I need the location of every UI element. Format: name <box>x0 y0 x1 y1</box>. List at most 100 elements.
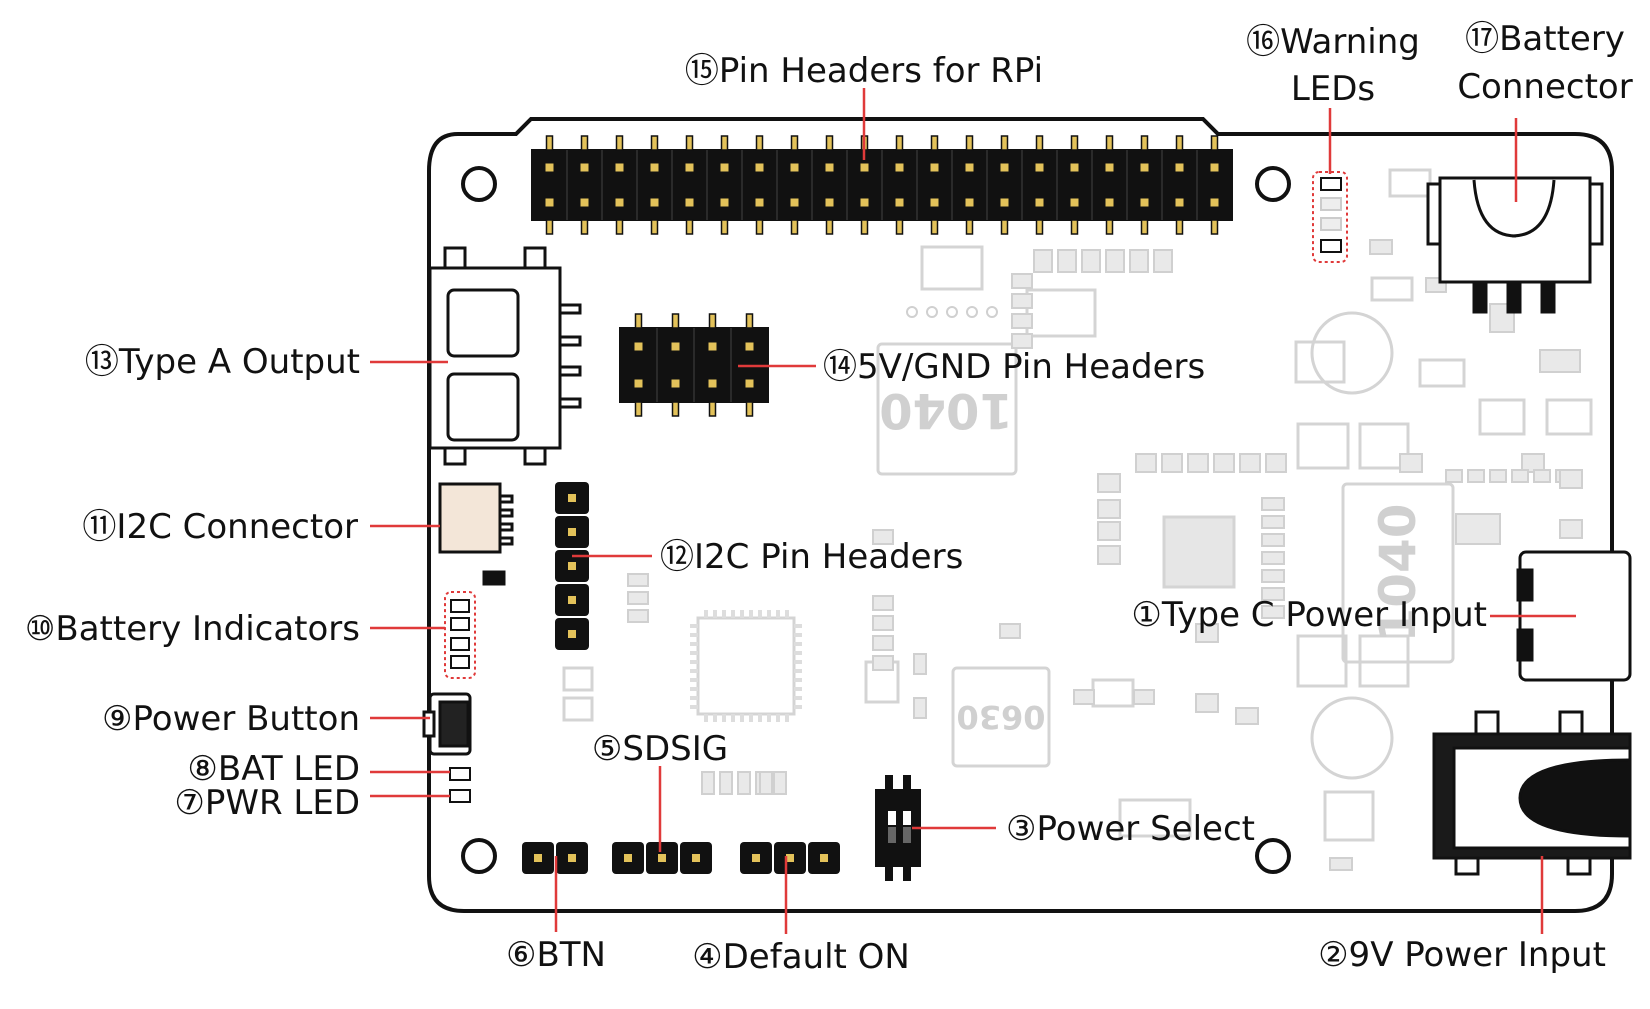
gnd-header-pin-lead <box>745 313 754 329</box>
rpi-header-pin-lead <box>860 219 869 235</box>
label-9v-power-input: ②9V Power Input <box>1318 935 1606 975</box>
rpi-header-pin <box>755 198 764 207</box>
rpi-header-pin-lead <box>825 219 834 235</box>
ghost-mcu-pin <box>690 696 698 700</box>
ghost-passive <box>1261 587 1285 601</box>
ghost-passive <box>1261 515 1285 529</box>
ghost-passive <box>1195 693 1219 713</box>
ghost-passive <box>759 771 773 795</box>
ghost-test-pad <box>966 306 978 318</box>
rpi-header-pin <box>615 198 624 207</box>
rpi-header-pin-lead <box>685 135 694 151</box>
battery-connector <box>1426 176 1604 314</box>
inductor-small-marking: 0630 <box>956 698 1045 736</box>
rpi-header-pin-lead <box>1070 219 1079 235</box>
square-chip <box>1162 515 1236 589</box>
gnd-header-pin <box>745 379 754 388</box>
bottom-jumpers <box>522 842 840 874</box>
rpi-header-pin-lead <box>1140 219 1149 235</box>
label-sdsig: ⑤SDSIG <box>592 729 728 769</box>
capacitor-top <box>1310 311 1394 395</box>
rpi-header-pin <box>1210 163 1219 172</box>
label-warning-leds-line1: ⑯Warning <box>1246 22 1420 62</box>
ghost-mcu-pin <box>794 678 802 682</box>
rpi-header-pin-lead <box>685 219 694 235</box>
ghost-mcu-pin <box>690 669 698 673</box>
label-btn: ⑥BTN <box>506 935 606 975</box>
gnd-header-pin <box>671 379 680 388</box>
power-button <box>422 692 472 756</box>
gnd-header-pin-lead <box>634 401 643 417</box>
ghost-passive <box>1105 249 1125 273</box>
ghost-passive <box>1081 249 1101 273</box>
ghost-mcu-pin <box>758 610 762 618</box>
inductor-right <box>1341 482 1455 664</box>
ghost-mcu-pin <box>713 610 717 618</box>
pwr-led <box>449 789 471 803</box>
rpi-pin-header <box>531 135 1233 235</box>
ghost-passive <box>1033 249 1053 273</box>
ghost-test-pad <box>946 306 958 318</box>
ghost-passive <box>1097 521 1121 541</box>
rpi-header-pin <box>1105 163 1114 172</box>
leader-lines <box>370 88 1576 934</box>
i2c-pin-header <box>555 482 589 650</box>
ghost-mcu-pin <box>704 610 708 618</box>
rpi-header-pin <box>930 198 939 207</box>
label-warning-leds-line2: LEDs <box>1291 69 1375 109</box>
i2c-header-pin <box>568 494 576 502</box>
ghost-mcu-pin <box>785 714 789 722</box>
gnd-header-pin-lead <box>671 313 680 329</box>
ghost-mcu-pin <box>690 705 698 709</box>
mounting-holes <box>461 166 1291 874</box>
rpi-header-pin <box>965 198 974 207</box>
ghost-mcu-pin <box>690 624 698 628</box>
sdsig-jumper-pin <box>624 854 632 862</box>
ghost-passive <box>872 635 894 651</box>
rpi-header-pin <box>1175 198 1184 207</box>
ghost-mcu-pin <box>690 678 698 682</box>
rpi-header-pin-lead <box>930 135 939 151</box>
btn-jumper-pin <box>534 854 542 862</box>
label-battery-indicators: ⑩Battery Indicators <box>25 609 360 649</box>
inductor-small <box>951 666 1051 768</box>
ghost-mcu-pin <box>794 624 802 628</box>
label-type-c-power-input: ①Type C Power Input <box>1131 595 1487 635</box>
rpi-header-pin <box>1175 163 1184 172</box>
rpi-header-pin-lead <box>615 219 624 235</box>
type-a-port <box>428 246 582 466</box>
ghost-mcu-pin <box>690 687 698 691</box>
bat-led <box>449 767 471 781</box>
ghost-passive <box>1261 533 1285 547</box>
ghost-passive <box>1057 249 1077 273</box>
i2c-header-pin <box>568 630 576 638</box>
ghost-passive <box>1239 453 1261 473</box>
ghost-mcu-pin <box>740 714 744 722</box>
rpi-header-pin <box>1105 198 1114 207</box>
warning-leds <box>1312 171 1348 263</box>
ghost-mcu-pin <box>749 714 753 722</box>
rpi-header-pin <box>790 198 799 207</box>
label-battery-connector-line2: Connector <box>1457 67 1632 107</box>
inductor-right-marking: 1040 <box>1369 503 1427 642</box>
rpi-header-pin-lead <box>580 219 589 235</box>
rpi-header-pin <box>825 198 834 207</box>
rpi-header-pin-lead <box>1210 219 1219 235</box>
rpi-header-pin-lead <box>965 135 974 151</box>
ghost-passive <box>1161 453 1183 473</box>
ghost-mcu-pin <box>794 687 802 691</box>
btn-jumper-pin <box>568 854 576 862</box>
default-on-jumper-pin <box>820 854 828 862</box>
rpi-header-pin <box>860 198 869 207</box>
ghost-passive <box>913 697 927 719</box>
ghost-passive <box>627 573 649 587</box>
ghost-mcu-pin <box>794 705 802 709</box>
labels: ⑮Pin Headers for RPi ⑯Warning LEDs ⑰Batt… <box>25 19 1633 977</box>
rpi-header-pin <box>720 198 729 207</box>
rpi-header-pin-lead <box>720 219 729 235</box>
label-default-on: ④Default ON <box>692 937 910 977</box>
ghost-passive <box>1511 469 1529 483</box>
gnd-header-pin-lead <box>634 313 643 329</box>
ghost-mcu-pin <box>722 610 726 618</box>
